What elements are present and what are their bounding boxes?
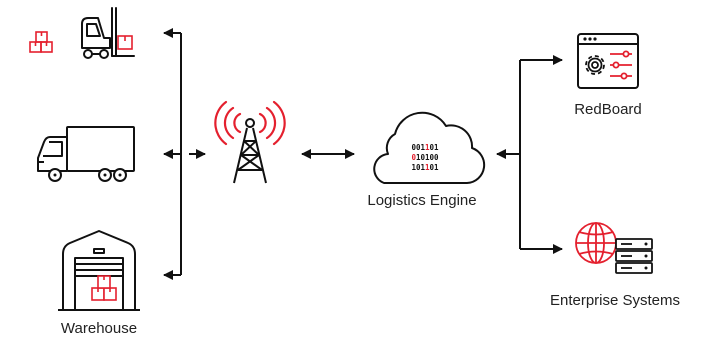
- cell-tower-icon: [214, 100, 286, 184]
- cloud-icon: 001101 010100 101101: [373, 111, 486, 184]
- right-bracket-connector: [496, 55, 563, 254]
- boxes-icon: [29, 31, 53, 53]
- enterprise-systems-label: Enterprise Systems: [549, 292, 681, 309]
- sliders-icon: [610, 50, 632, 80]
- redboard-label: RedBoard: [574, 101, 642, 118]
- forklift-icon: [81, 7, 135, 59]
- binary-row-2: 010100: [411, 153, 439, 162]
- dashboard-icon: [577, 33, 639, 89]
- warehouse-boxes-icon: [91, 275, 117, 301]
- warehouse-label: Warehouse: [60, 320, 138, 337]
- warehouse-icon: [58, 230, 140, 311]
- logistics-engine-label: Logistics Engine: [367, 192, 477, 209]
- globe-icon: [575, 222, 617, 264]
- gear-icon: [585, 55, 605, 75]
- forklift-box-icon: [117, 35, 133, 50]
- binary-row-1: 001101: [411, 143, 439, 152]
- binary-row-3: 101101: [411, 163, 439, 172]
- server-icon: [615, 238, 653, 274]
- truck-icon: [37, 126, 135, 182]
- left-bracket-connector: [163, 28, 182, 280]
